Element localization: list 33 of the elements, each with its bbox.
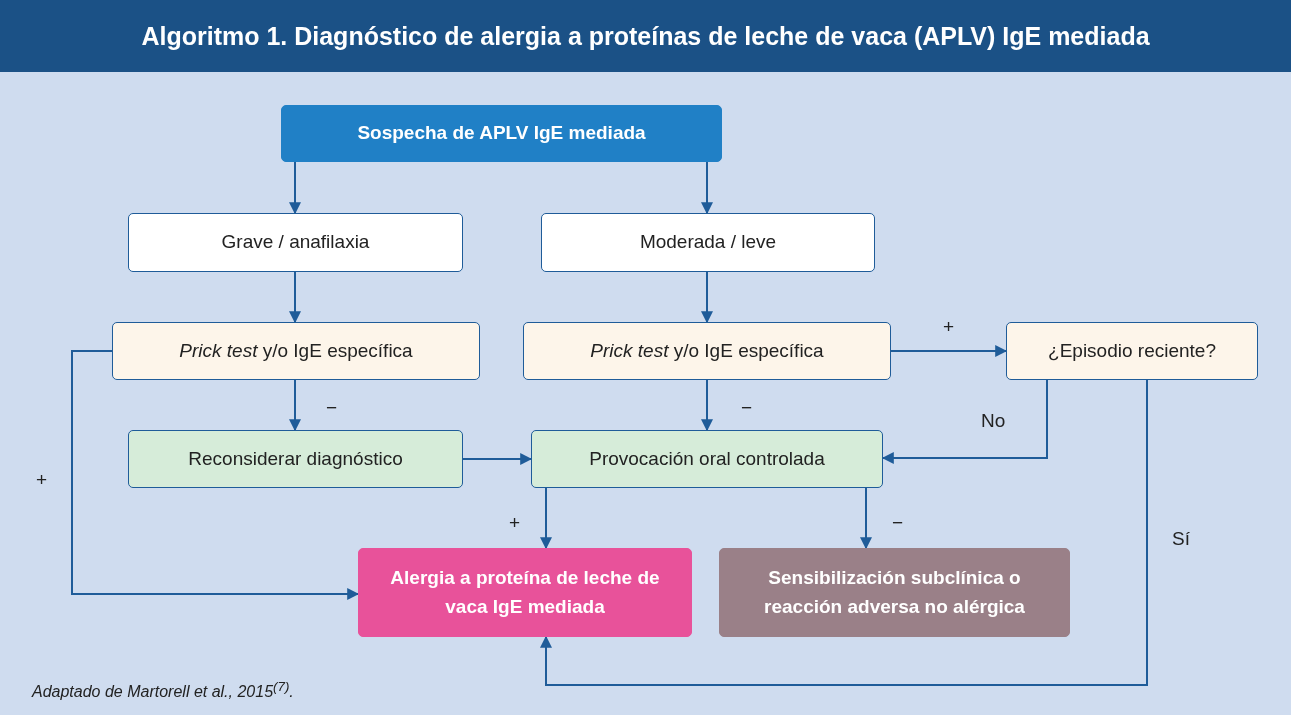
edge-label: +: [943, 316, 955, 338]
arrow: [860, 487, 872, 550]
arrow: [289, 161, 301, 215]
arrow: [71, 350, 360, 600]
arrow: [289, 271, 301, 324]
arrow: [540, 487, 552, 550]
arrow: [701, 161, 713, 215]
title-banner: Algoritmo 1. Diagnóstico de alergia a proteínas de leche de vaca (APLV) IgE mediada: [0, 0, 1291, 72]
edge-label: +: [509, 512, 521, 534]
process-box: Grave / anafilaxia: [128, 213, 463, 272]
caption: Adaptado de Martorell et al., 2015$^{(7)}$.: [32, 679, 294, 702]
edge-label: +: [36, 469, 48, 491]
edge-label: −: [892, 512, 904, 534]
process-box: Sensibilización subclínica o reacción adversa no alérgica: [719, 548, 1070, 637]
arrow: [289, 379, 301, 432]
arrow: [462, 453, 533, 465]
process-box: Moderada / leve: [541, 213, 875, 272]
process-box: Prick test y/o IgE específica: [523, 322, 891, 380]
arrow: [701, 379, 713, 432]
process-box: Sospecha de APLV IgE mediada: [281, 105, 722, 162]
arrow: [881, 379, 1048, 464]
edge-label: −: [326, 397, 338, 419]
process-box: Provocación oral controlada: [531, 430, 883, 488]
process-box: Alergia a proteína de leche de vaca IgE mediada: [358, 548, 692, 637]
edge-label: No: [981, 410, 1006, 432]
edge-label: −: [741, 397, 753, 419]
arrow: [540, 379, 1148, 686]
process-box: Reconsiderar diagnóstico: [128, 430, 463, 488]
process-box: ¿Episodio reciente?: [1006, 322, 1258, 380]
process-box: Prick test y/o IgE específica: [112, 322, 480, 380]
edge-label: Sí: [1172, 528, 1190, 550]
arrow: [890, 345, 1008, 357]
arrow: [701, 271, 713, 324]
